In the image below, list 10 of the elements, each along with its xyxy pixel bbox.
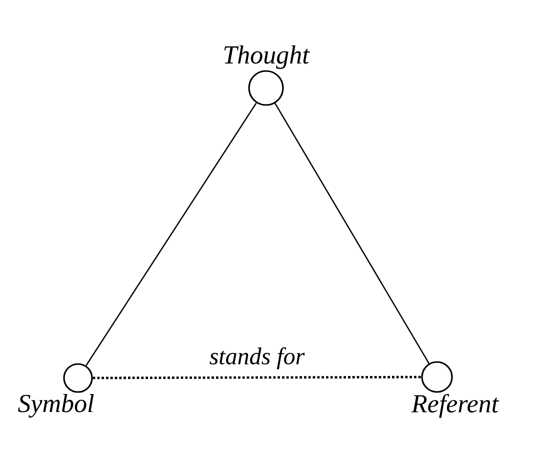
circle-node: Symbol (18, 363, 94, 418)
circle-node: Referent (411, 361, 500, 418)
connector-line (274, 103, 430, 364)
node-label: Referent (411, 394, 500, 418)
connector-line (92, 376, 422, 380)
connector-line (86, 102, 257, 366)
node-label: Symbol (18, 394, 94, 418)
edge-label: stands for (208, 346, 306, 370)
node-label: Thought (224, 45, 310, 70)
circle-node: Thought (224, 45, 310, 106)
